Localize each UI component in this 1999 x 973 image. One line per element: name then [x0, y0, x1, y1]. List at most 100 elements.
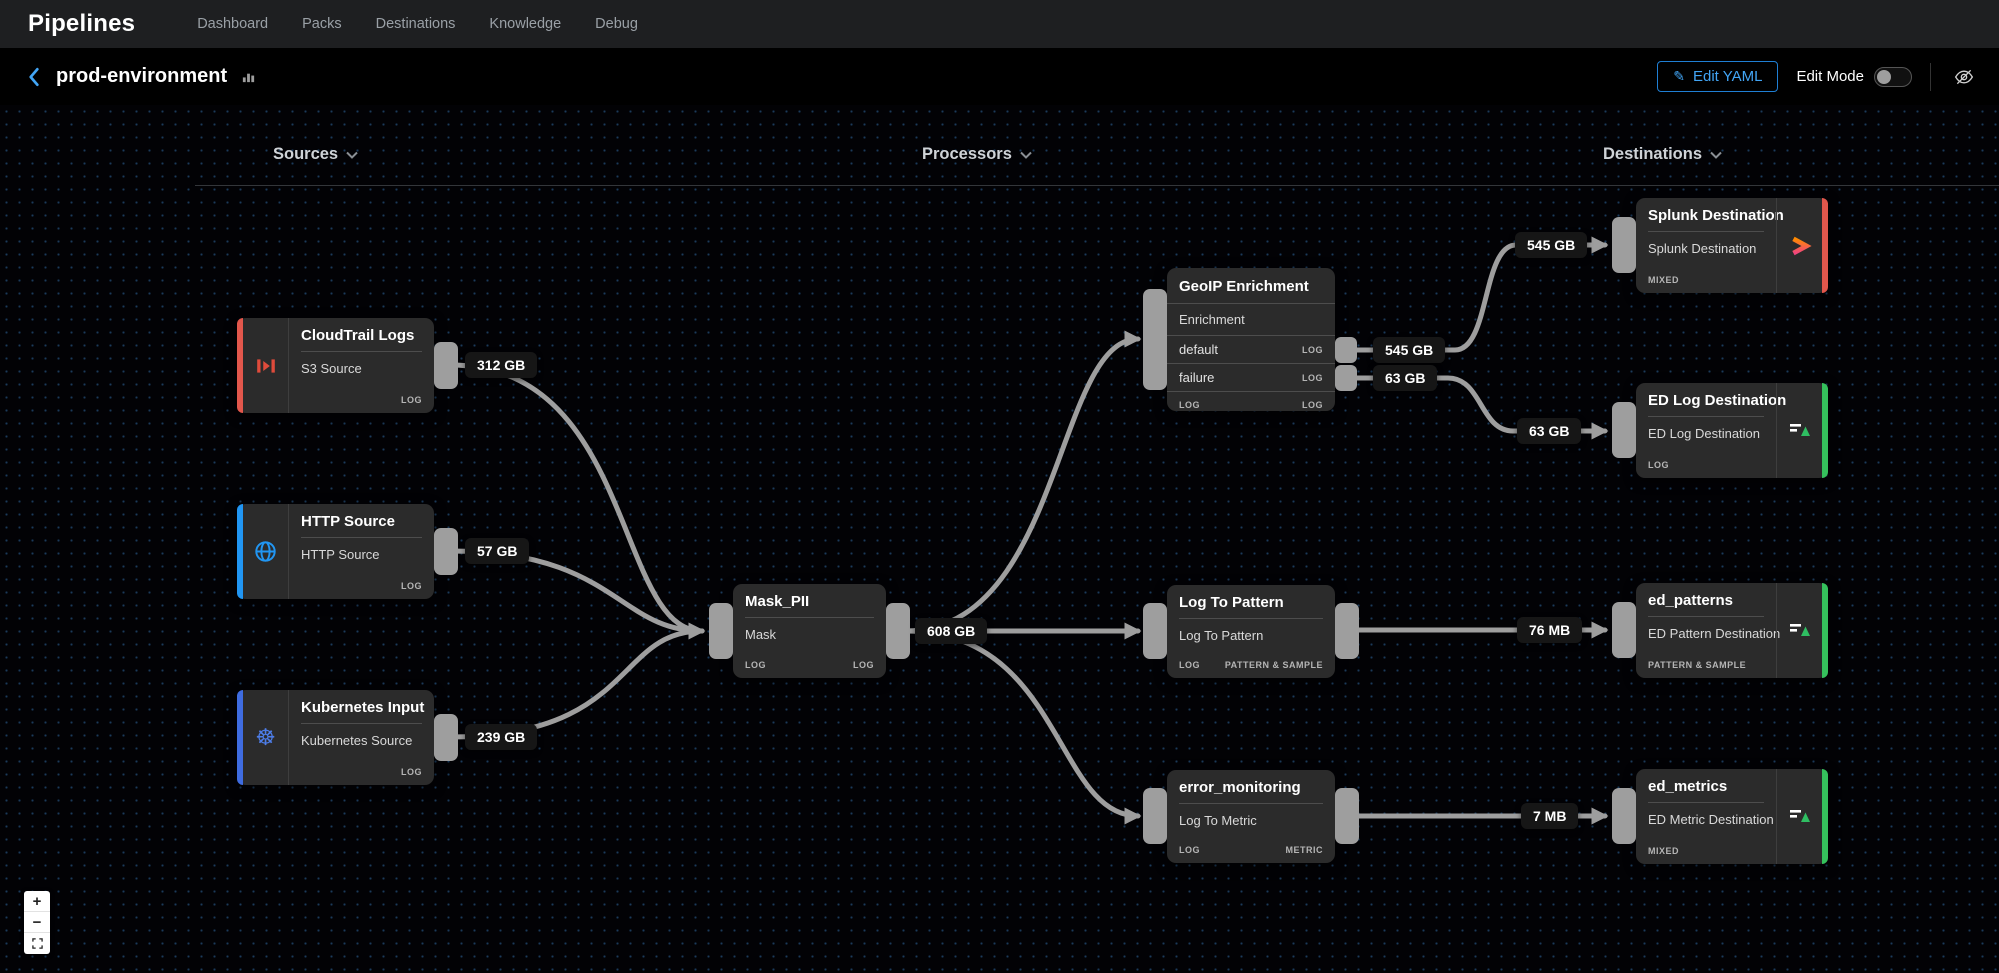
- node-title: CloudTrail Logs: [301, 327, 422, 352]
- zoom-out-button[interactable]: −: [24, 912, 50, 933]
- canvas-zoom-controls: + −: [24, 891, 50, 954]
- node-title: Log To Pattern: [1179, 594, 1323, 619]
- nav-item-destinations[interactable]: Destinations: [375, 16, 456, 32]
- output-type-tag: LOG: [1302, 372, 1323, 383]
- volume-badge-edlog-in: 63 GB: [1517, 418, 1582, 444]
- hide-view-button[interactable]: [1949, 62, 1979, 92]
- edit-mode-control: Edit Mode: [1796, 66, 1912, 87]
- nav-item-packs[interactable]: Packs: [302, 16, 342, 32]
- source-node-cloudtrail-logs[interactable]: CloudTrail Logs S3 Source LOG: [237, 318, 458, 413]
- input-port[interactable]: [1143, 603, 1167, 659]
- chevron-left-icon: [29, 67, 39, 86]
- splunk-icon: [1776, 198, 1822, 293]
- edge-geoip-edlog: [1342, 375, 1609, 440]
- node-subtitle: Enrichment: [1167, 304, 1335, 336]
- column-header-sources[interactable]: Sources: [273, 145, 358, 164]
- node-subtitle: ED Pattern Destination: [1648, 626, 1781, 641]
- processor-node-error-monitoring[interactable]: error_monitoring Log To Metric LOG METRI…: [1143, 770, 1359, 863]
- edge-mask-errormonitoring: [902, 628, 1142, 825]
- edge-k8s-mask: [447, 628, 705, 740]
- node-title: Kubernetes Input: [301, 699, 424, 724]
- volume-badge-splunk-in: 545 GB: [1515, 232, 1588, 258]
- node-subtitle: Splunk Destination: [1648, 241, 1757, 256]
- volume-badge-geoip-failure: 63 GB: [1373, 365, 1438, 391]
- toolbar-divider: [1930, 62, 1931, 91]
- volume-badge-edmetrics-in: 7 MB: [1521, 803, 1579, 829]
- fit-view-button[interactable]: [24, 933, 50, 954]
- output-port[interactable]: [434, 714, 458, 761]
- page-title: prod-environment: [56, 65, 228, 87]
- input-port[interactable]: [1612, 788, 1636, 844]
- volume-badge-kubernetes: 239 GB: [465, 724, 538, 750]
- output-row-default[interactable]: default LOG: [1167, 336, 1335, 364]
- input-port[interactable]: [1612, 602, 1636, 658]
- accent-strip: [1822, 583, 1828, 678]
- nav-item-debug[interactable]: Debug: [595, 16, 638, 32]
- fit-view-icon: [31, 938, 43, 949]
- destination-node-ed-metrics[interactable]: ed_metrics ED Metric Destination MIXED: [1612, 769, 1828, 864]
- nav-item-dashboard[interactable]: Dashboard: [197, 16, 269, 32]
- source-node-http-source[interactable]: HTTP Source HTTP Source LOG: [237, 504, 458, 599]
- input-port[interactable]: [1143, 788, 1167, 844]
- processor-node-log-to-pattern[interactable]: Log To Pattern Log To Pattern LOG PATTER…: [1143, 585, 1359, 678]
- volume-badge-geoip-default: 545 GB: [1373, 337, 1446, 363]
- chevron-down-icon: [1020, 151, 1032, 159]
- edit-mode-toggle[interactable]: [1874, 66, 1912, 87]
- pipeline-toolbar: prod-environment ✎ Edit YAML Edit Mode: [0, 48, 1999, 105]
- source-node-kubernetes-input[interactable]: ☸ Kubernetes Input Kubernetes Source LOG: [237, 690, 458, 785]
- volume-badge-edpatterns-in: 76 MB: [1517, 617, 1583, 643]
- input-port[interactable]: [1612, 402, 1636, 458]
- destination-node-ed-patterns[interactable]: ed_patterns ED Pattern Destination PATTE…: [1612, 583, 1828, 678]
- app-logo[interactable]: Pipelines: [28, 10, 136, 37]
- input-port[interactable]: [709, 603, 733, 659]
- node-subtitle: ED Log Destination: [1648, 426, 1761, 441]
- eye-off-icon: [1954, 69, 1974, 84]
- edit-yaml-button[interactable]: ✎ Edit YAML: [1657, 61, 1779, 92]
- destination-node-splunk[interactable]: Splunk Destination Splunk Destination MI…: [1612, 198, 1828, 293]
- kubernetes-icon: ☸: [243, 690, 289, 785]
- node-title: error_monitoring: [1179, 779, 1323, 804]
- volume-badge-mask-out: 608 GB: [915, 618, 988, 644]
- input-type-tag: LOG: [1179, 845, 1200, 855]
- edgedelta-icon: [1776, 583, 1822, 678]
- accent-strip: [1822, 198, 1828, 293]
- output-port[interactable]: [1335, 603, 1359, 659]
- output-port[interactable]: [434, 528, 458, 575]
- output-type-tag: LOG: [401, 395, 422, 405]
- output-port[interactable]: [434, 342, 458, 389]
- metrics-chart-icon[interactable]: [241, 69, 256, 84]
- zoom-in-button[interactable]: +: [24, 891, 50, 912]
- node-title: GeoIP Enrichment: [1167, 268, 1335, 304]
- toggle-knob: [1877, 69, 1891, 84]
- column-header-processors[interactable]: Processors: [922, 145, 1032, 164]
- edge-geoip-splunk: [1342, 236, 1609, 353]
- output-port[interactable]: [1335, 788, 1359, 844]
- column-header-destinations[interactable]: Destinations: [1603, 145, 1722, 164]
- node-subtitle: HTTP Source: [301, 547, 380, 562]
- input-port[interactable]: [1612, 217, 1636, 273]
- processor-node-geoip-enrichment[interactable]: GeoIP Enrichment Enrichment default LOG …: [1143, 268, 1357, 411]
- accent-strip: [1822, 383, 1828, 478]
- input-port[interactable]: [1143, 289, 1167, 390]
- node-title: ed_metrics: [1648, 778, 1764, 803]
- column-header-rule: [195, 185, 1999, 186]
- node-title: Splunk Destination: [1648, 207, 1784, 232]
- output-type-tag: LOG: [401, 767, 422, 777]
- edgedelta-icon: [1776, 383, 1822, 478]
- pipeline-canvas[interactable]: Sources Processors Destinations: [0, 105, 1999, 973]
- destination-node-ed-log[interactable]: ED Log Destination ED Log Destination LO…: [1612, 383, 1828, 478]
- output-port[interactable]: [886, 603, 910, 659]
- cloudtrail-icon: [243, 318, 289, 413]
- nav-item-knowledge[interactable]: Knowledge: [489, 16, 562, 32]
- output-port-failure[interactable]: [1335, 365, 1357, 391]
- processor-node-mask-pii[interactable]: Mask_PII Mask LOG LOG: [709, 584, 910, 678]
- input-type-tag: MIXED: [1648, 275, 1680, 285]
- accent-strip: [237, 318, 243, 413]
- output-row-failure[interactable]: failure LOG: [1167, 364, 1335, 392]
- input-type-tag: LOG: [1179, 660, 1200, 670]
- node-subtitle: S3 Source: [301, 361, 362, 376]
- output-port-default[interactable]: [1335, 337, 1357, 363]
- back-button[interactable]: [20, 63, 48, 91]
- node-subtitle: ED Metric Destination: [1648, 812, 1774, 827]
- node-title: HTTP Source: [301, 513, 422, 538]
